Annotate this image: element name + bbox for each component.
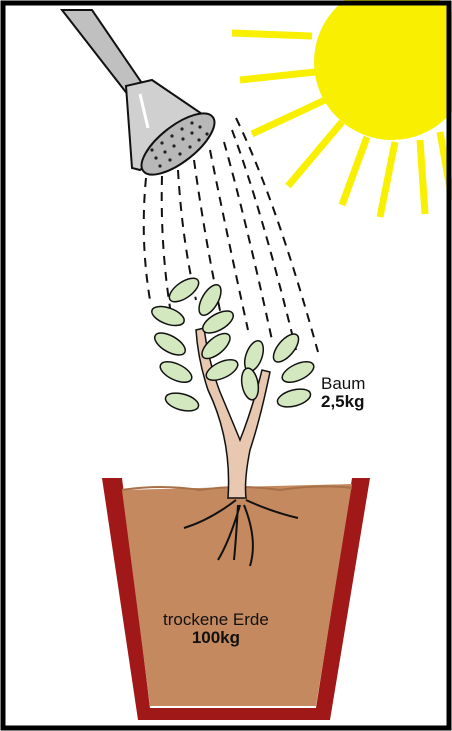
pot-icon — [102, 478, 370, 720]
soil-mass: 100kg — [163, 629, 269, 647]
tree-mass: 2,5kg — [321, 393, 365, 411]
soil-name: trockene Erde — [163, 611, 269, 629]
tree-name: Baum — [321, 375, 365, 393]
tree-label: Baum 2,5kg — [321, 375, 365, 411]
soil-label: trockene Erde 100kg — [163, 611, 269, 647]
watering-can-icon — [62, 10, 224, 185]
